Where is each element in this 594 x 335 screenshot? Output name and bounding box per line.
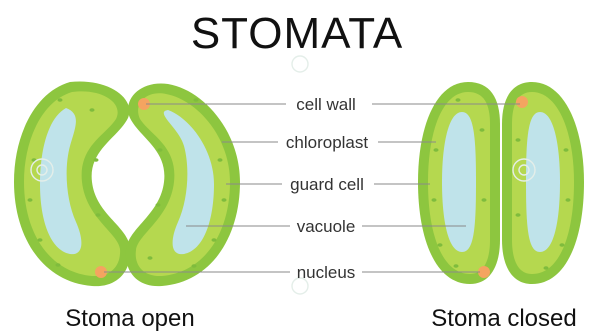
open-right-guard-cell [126, 83, 240, 286]
label-nucleus: nucleus [297, 263, 356, 282]
caption-stoma-open: Stoma open [65, 305, 194, 332]
open-stoma [14, 81, 240, 286]
vacuole [526, 112, 560, 252]
label-guard-cell: guard cell [290, 175, 364, 194]
label-cell-wall: cell wall [296, 95, 356, 114]
closed-left-guard-cell [418, 82, 500, 284]
closed-right-guard-cell [502, 82, 584, 284]
diagram-title: STOMATA [191, 9, 403, 58]
nucleus [516, 96, 528, 108]
vacuole [442, 112, 476, 252]
caption-stoma-closed: Stoma closed [431, 305, 576, 332]
label-chloroplast: chloroplast [286, 133, 368, 152]
label-vacuole: vacuole [297, 217, 356, 236]
open-left-guard-cell [14, 81, 130, 286]
closed-stoma [418, 82, 584, 284]
